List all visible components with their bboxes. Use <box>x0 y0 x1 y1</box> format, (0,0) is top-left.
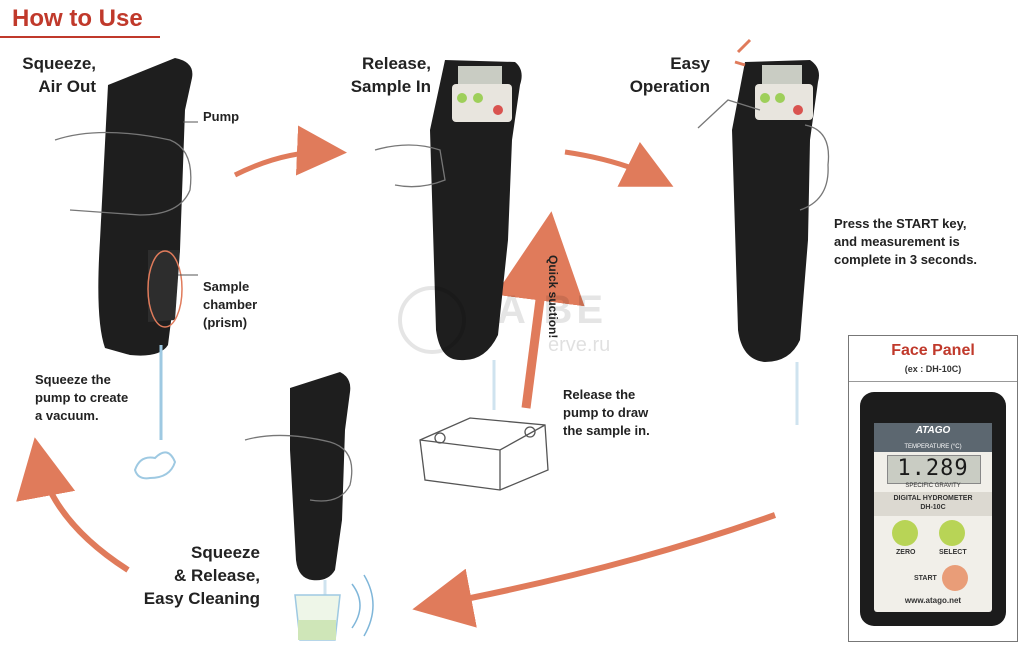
brand-logo: ATAGO <box>915 425 951 436</box>
face-panel-title: Face Panel <box>891 342 975 359</box>
lcd-display <box>887 455 981 484</box>
arrow-step2-to-step3 <box>564 141 674 187</box>
device-step1 <box>54 58 198 480</box>
device-step4 <box>244 372 374 641</box>
battery <box>419 417 549 491</box>
face-panel-header <box>849 336 1017 382</box>
device-step2 <box>374 60 522 410</box>
quick-suction-arrow <box>495 211 585 409</box>
arrow-step4-to-step1 <box>16 437 130 573</box>
quick-suction-label: Quick suction! <box>546 255 560 339</box>
watermark-subtext: erve.ru <box>548 334 611 356</box>
step1-title: Squeeze,Air Out <box>22 54 96 96</box>
step4-title: Squeeze& Release,Easy Cleaning <box>143 543 260 608</box>
step2-title: Release,Sample In <box>350 54 431 96</box>
sample-chamber-label: Sample chamber (prism) <box>203 279 258 330</box>
lcd-reading: 1.289 <box>897 456 969 481</box>
pump-label: Pump <box>203 109 240 124</box>
arrow-step1-to-step2 <box>233 125 347 178</box>
watermark-logo-icon <box>398 286 466 354</box>
temperature-label: TEMPERATURE (°C) <box>874 443 992 452</box>
zero-button[interactable] <box>892 520 918 546</box>
brand-band <box>874 423 992 443</box>
select-button[interactable] <box>939 520 965 546</box>
zero-label: ZERO <box>896 549 916 556</box>
start-label: START <box>914 575 937 582</box>
select-label: SELECT <box>939 549 967 556</box>
header-underline <box>0 0 160 38</box>
start-button[interactable] <box>942 565 968 591</box>
face-panel-url: www.atago.net <box>904 596 962 605</box>
page-title: How to Use <box>12 5 143 32</box>
watermark-text: A BE <box>497 288 608 332</box>
face-panel-subtitle: (ex : DH-10C) <box>904 364 962 374</box>
arrow-step3-to-step4 <box>412 512 777 628</box>
model-band <box>874 492 992 516</box>
face-panel-faceplate <box>874 423 992 612</box>
device-step3 <box>697 38 830 425</box>
specific-gravity-label: SPECIFIC GRAVITY <box>905 483 961 489</box>
